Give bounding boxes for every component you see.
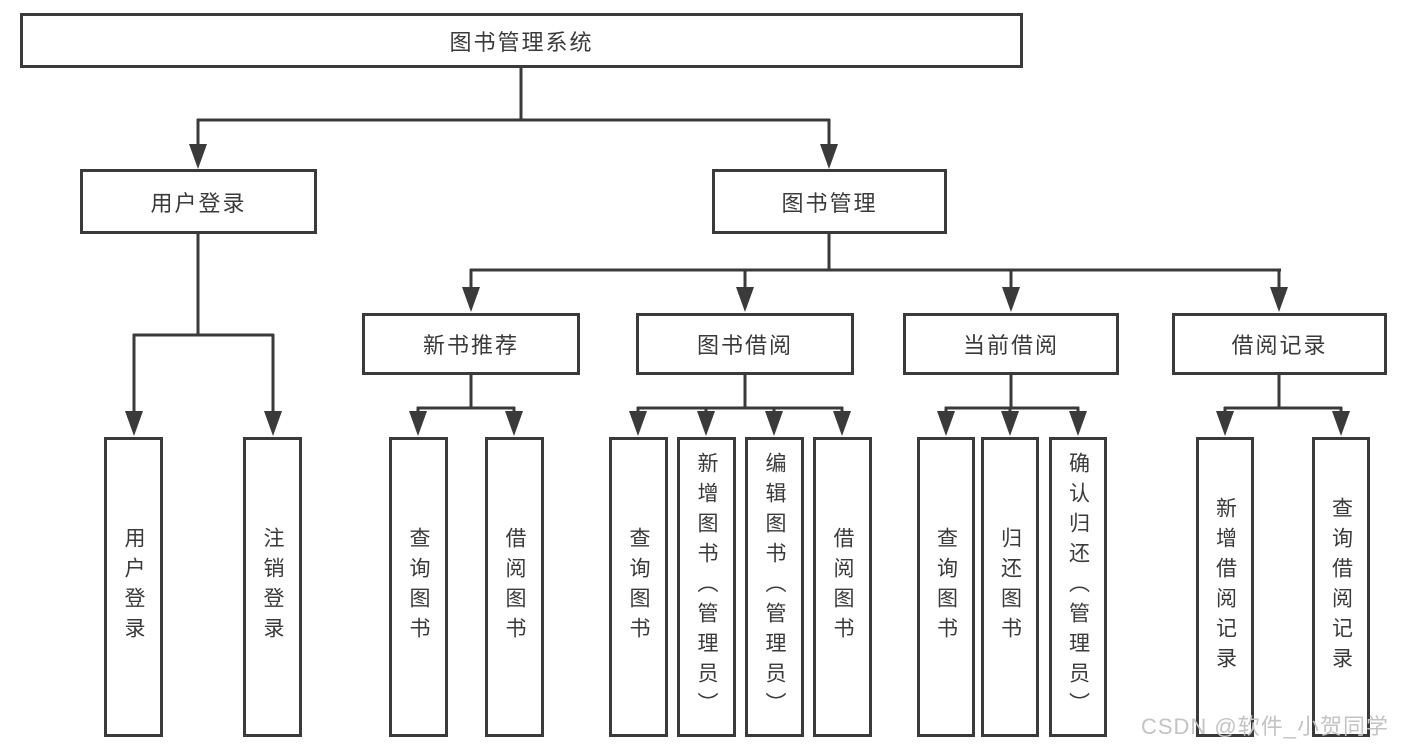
node-borrow-record: 借阅记录 — [1172, 313, 1387, 375]
arrowhead-icon — [1270, 287, 1288, 312]
node-book-borrow-label: 图书借阅 — [696, 333, 793, 358]
node-new-book-recommend-label: 新书推荐 — [422, 333, 519, 358]
arrowhead-icon — [833, 411, 851, 436]
leaf-query-borrow-record: 查询借阅记录 — [1312, 437, 1370, 737]
node-borrow-record-label: 借阅记录 — [1231, 333, 1328, 358]
leaf-add-borrow-record: 新增借阅记录 — [1196, 437, 1254, 737]
leaf-query-books-current: 查询图书 — [917, 437, 975, 737]
arrowhead-icon — [264, 411, 282, 436]
connector-borrow-record — [1216, 374, 1350, 436]
leaf-add-borrow-record-label: 新增借阅记录 — [1213, 497, 1237, 677]
leaf-logout: 注销登录 — [243, 437, 302, 737]
arrowhead-icon — [937, 411, 955, 436]
arrowhead-icon — [505, 411, 523, 436]
arrowhead-icon — [1216, 411, 1234, 436]
arrowhead-icon — [1332, 411, 1350, 436]
node-root-label: 图书管理系统 — [449, 29, 594, 55]
arrowhead-icon — [1001, 411, 1019, 436]
node-root: 图书管理系统 — [20, 13, 1023, 68]
node-user-login-label: 用户登录 — [150, 190, 247, 216]
arrowhead-icon — [820, 144, 838, 169]
leaf-edit-books-admin-label: 编辑图书（管理员） — [763, 452, 786, 722]
node-book-management: 图书管理 — [712, 169, 947, 234]
arrowhead-icon — [125, 411, 143, 436]
leaf-confirm-return-admin-label: 确认归还（管理员） — [1066, 452, 1090, 722]
leaf-confirm-return-admin: 确认归还（管理员） — [1049, 437, 1107, 737]
leaf-query-borrow-record-label: 查询借阅记录 — [1329, 497, 1353, 677]
node-new-book-recommend: 新书推荐 — [362, 313, 580, 375]
node-book-borrow: 图书借阅 — [636, 313, 854, 375]
arrowhead-icon — [736, 287, 754, 312]
csdn-watermark: CSDN @软件_小贺同学 — [1140, 714, 1389, 739]
arrowhead-icon — [189, 144, 207, 169]
leaf-borrow-books-label: 借阅图书 — [831, 527, 854, 647]
arrowhead-icon — [1069, 411, 1087, 436]
arrowhead-icon — [629, 411, 647, 436]
arrowhead-icon — [409, 411, 427, 436]
connector-user-login — [125, 233, 282, 436]
arrowhead-icon — [765, 411, 783, 436]
leaf-borrow-books-newbook: 借阅图书 — [485, 437, 544, 737]
node-current-borrow-label: 当前借阅 — [962, 333, 1059, 358]
leaf-user-login: 用户登录 — [104, 437, 163, 737]
leaf-return-books-label: 归还图书 — [998, 527, 1022, 647]
leaf-user-login-label: 用户登录 — [122, 527, 145, 647]
arrowhead-icon — [697, 411, 715, 436]
connector-current-borrow — [937, 374, 1087, 436]
leaf-query-books-newbook-label: 查询图书 — [407, 527, 430, 647]
connector-book-management — [462, 233, 1288, 312]
node-book-management-label: 图书管理 — [781, 190, 878, 216]
node-user-login: 用户登录 — [80, 169, 317, 234]
leaf-edit-books-admin: 编辑图书（管理员） — [745, 437, 804, 737]
node-current-borrow: 当前借阅 — [903, 313, 1119, 375]
leaf-return-books: 归还图书 — [981, 437, 1039, 737]
leaf-add-books-admin-label: 新增图书（管理员） — [695, 452, 718, 722]
connector-book-borrow — [629, 374, 851, 436]
leaf-logout-label: 注销登录 — [261, 527, 284, 647]
leaf-add-books-admin: 新增图书（管理员） — [677, 437, 736, 737]
leaf-query-books-current-label: 查询图书 — [934, 527, 958, 647]
leaf-query-books-borrow-label: 查询图书 — [627, 527, 650, 647]
arrowhead-icon — [1002, 287, 1020, 312]
connector-root — [189, 68, 838, 169]
leaf-borrow-books-newbook-label: 借阅图书 — [503, 527, 526, 647]
leaf-query-books-newbook: 查询图书 — [389, 437, 448, 737]
arrowhead-icon — [462, 287, 480, 312]
leaf-query-books-borrow: 查询图书 — [609, 437, 668, 737]
connector-new-book — [409, 374, 523, 436]
leaf-borrow-books: 借阅图书 — [813, 437, 872, 737]
